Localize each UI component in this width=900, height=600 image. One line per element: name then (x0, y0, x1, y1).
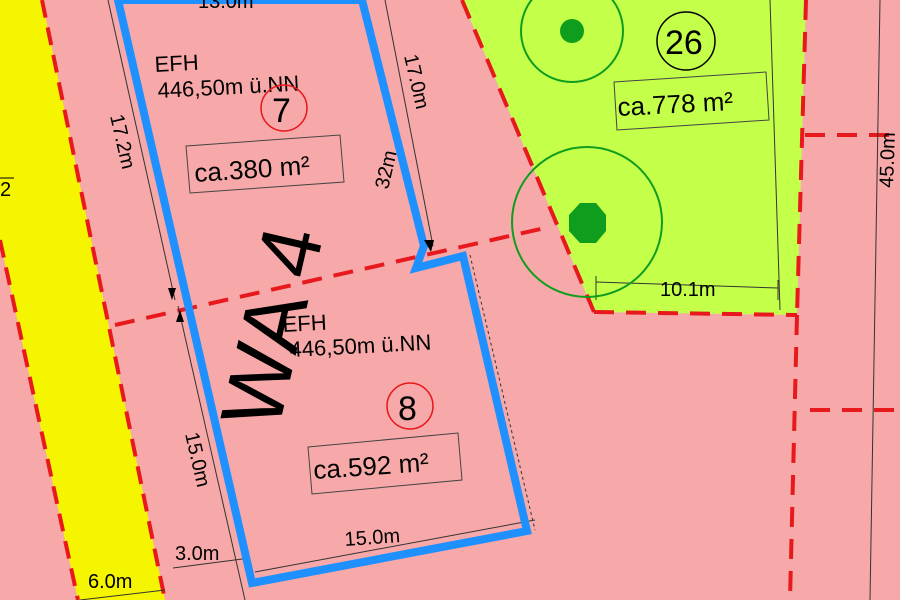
green-width-dim: 10.1m (660, 279, 716, 301)
street-strip (0, 0, 165, 600)
plot8-number-circle (386, 382, 434, 430)
street-dim-line (79, 589, 166, 600)
tree-trunk-middle (569, 203, 606, 243)
plot7-building-type: EFH (154, 50, 199, 77)
dim-arrow (424, 240, 434, 252)
plot7-number: 7 (272, 92, 291, 130)
plot8-bottom-dim-line (254, 519, 536, 573)
right-dim-line (869, 0, 881, 600)
right-edge-dim: 45.0m (876, 132, 900, 188)
green-edge-diagonal (460, 0, 596, 313)
plot26-area: ca.778 m² (617, 86, 734, 122)
dim-arrow (176, 310, 184, 322)
plot8-left-dim-line (177, 305, 246, 600)
tree-trunk-top (560, 19, 584, 43)
sidewalk-dim: 3.0m (175, 543, 219, 565)
plot8-right-dim-line (469, 254, 536, 531)
plot8-number: 8 (398, 390, 417, 428)
top-cut-label: 13.0m (198, 0, 254, 13)
tree-canopy-middle (511, 146, 663, 298)
plot8-bottom-dim: 15.0m (344, 525, 401, 551)
left-edge-fragment-label: 2 (0, 179, 11, 201)
plot8-area-box (307, 432, 463, 495)
green-dim-line (595, 281, 779, 289)
plot8-building-type: EFH (282, 310, 327, 337)
plot26-number: 26 (665, 24, 703, 62)
tree-canopy-top (520, 0, 624, 83)
dim-arrow (168, 288, 176, 300)
street-edge-right (40, 0, 167, 600)
plot-boundary-blue (113, 0, 532, 588)
plot7-area-box (185, 134, 345, 194)
right-zone-edge (788, 314, 799, 600)
sidewalk-dim-line (172, 557, 251, 569)
plot7-left-dim-line (107, 0, 176, 301)
green-inner-line (769, 0, 781, 311)
green-edge-right (795, 0, 808, 316)
street-edge-left (0, 239, 80, 600)
green-edge-bottom (593, 310, 798, 317)
plot26-area-box (613, 71, 770, 131)
plot26-number-circle (656, 11, 716, 71)
plot7-right-dim-line (384, 0, 434, 247)
street-width-dim: 6.0m (88, 571, 132, 593)
plot7-number-circle (260, 84, 308, 132)
green-plot-26 (462, 0, 806, 315)
